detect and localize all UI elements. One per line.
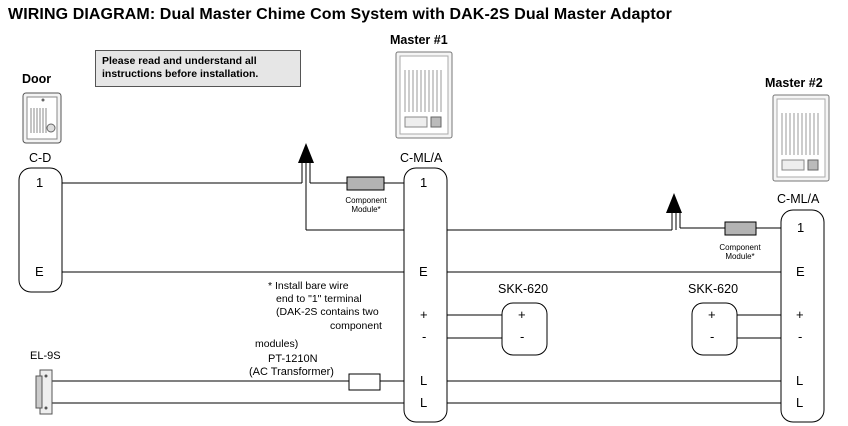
- junction-arrow-2: [666, 193, 682, 230]
- component-module-1-line-2: Module*: [351, 205, 381, 214]
- master1-header: Master #1: [390, 33, 448, 47]
- component-module-2-label: Component Module*: [716, 243, 764, 261]
- master2-terminal-strip: [780, 209, 825, 423]
- footnote-line-2: end to "1" terminal: [276, 293, 362, 305]
- transformer-desc-label: (AC Transformer): [249, 366, 334, 378]
- master1-terminal-1: 1: [420, 175, 428, 190]
- skk-right-minus: -: [710, 329, 715, 344]
- junction-arrow-1: [298, 143, 314, 183]
- diagram-title: WIRING DIAGRAM: Dual Master Chime Com Sy…: [8, 6, 672, 23]
- master1-terminal-plus: +: [420, 307, 428, 322]
- skk-left-plus: +: [518, 307, 526, 322]
- component-module-1-label: Component Module*: [342, 196, 390, 214]
- footnote-line-3: (DAK-2S contains two: [276, 306, 379, 318]
- footnote-line-4: component: [330, 320, 382, 332]
- skk-left-minus: -: [520, 329, 525, 344]
- master1-terminal-minus: -: [422, 329, 427, 344]
- master2-terminal-1: 1: [797, 220, 805, 235]
- installation-note: Please read and understand all instructi…: [95, 50, 301, 87]
- component-module-1-line-1: Component: [345, 196, 387, 205]
- footnote-line-5: modules): [255, 338, 299, 350]
- master1-model-label: C-ML/A: [400, 151, 443, 165]
- master2-terminal-l1: L: [796, 373, 804, 388]
- door-terminal-strip: [18, 167, 63, 293]
- master2-header: Master #2: [765, 76, 823, 90]
- skk-right-label: SKK-620: [688, 282, 739, 296]
- wires: [50, 163, 781, 404]
- transformer-box: [348, 373, 381, 391]
- master1-terminal-e: E: [419, 264, 428, 279]
- master1-terminal-l1: L: [420, 373, 428, 388]
- component-module-1: [346, 176, 385, 191]
- master2-terminal-e: E: [796, 264, 805, 279]
- master2-terminal-l2: L: [796, 395, 804, 410]
- component-module-2: [724, 221, 757, 236]
- footnote-line-1: * Install bare wire: [268, 280, 349, 292]
- electric-strike-illustration: [35, 369, 53, 415]
- component-module-2-line-1: Component: [719, 243, 761, 252]
- master1-illustration: [395, 51, 453, 139]
- transformer-model-label: PT-1210N: [268, 353, 318, 365]
- skk-left-box: [501, 302, 548, 356]
- door-terminal-1: 1: [36, 175, 44, 190]
- master1-terminal-strip: [403, 167, 448, 423]
- skk-left-label: SKK-620: [498, 282, 549, 296]
- master2-terminal-minus: -: [798, 329, 803, 344]
- master2-model-label: C-ML/A: [777, 192, 820, 206]
- door-terminal-e: E: [35, 264, 44, 279]
- master1-terminal-l2: L: [420, 395, 428, 410]
- strike-label: EL-9S: [30, 350, 61, 362]
- master2-illustration: [772, 94, 830, 182]
- master2-terminal-plus: +: [796, 307, 804, 322]
- door-model-label: C-D: [29, 151, 52, 165]
- note-line-1: Please read and understand all: [102, 55, 257, 67]
- door-station-illustration: [22, 92, 62, 144]
- skk-right-plus: +: [708, 307, 716, 322]
- door-header: Door: [22, 72, 52, 86]
- skk-right-box: [691, 302, 738, 356]
- note-line-2: instructions before installation.: [102, 68, 259, 80]
- component-module-2-line-2: Module*: [725, 252, 755, 261]
